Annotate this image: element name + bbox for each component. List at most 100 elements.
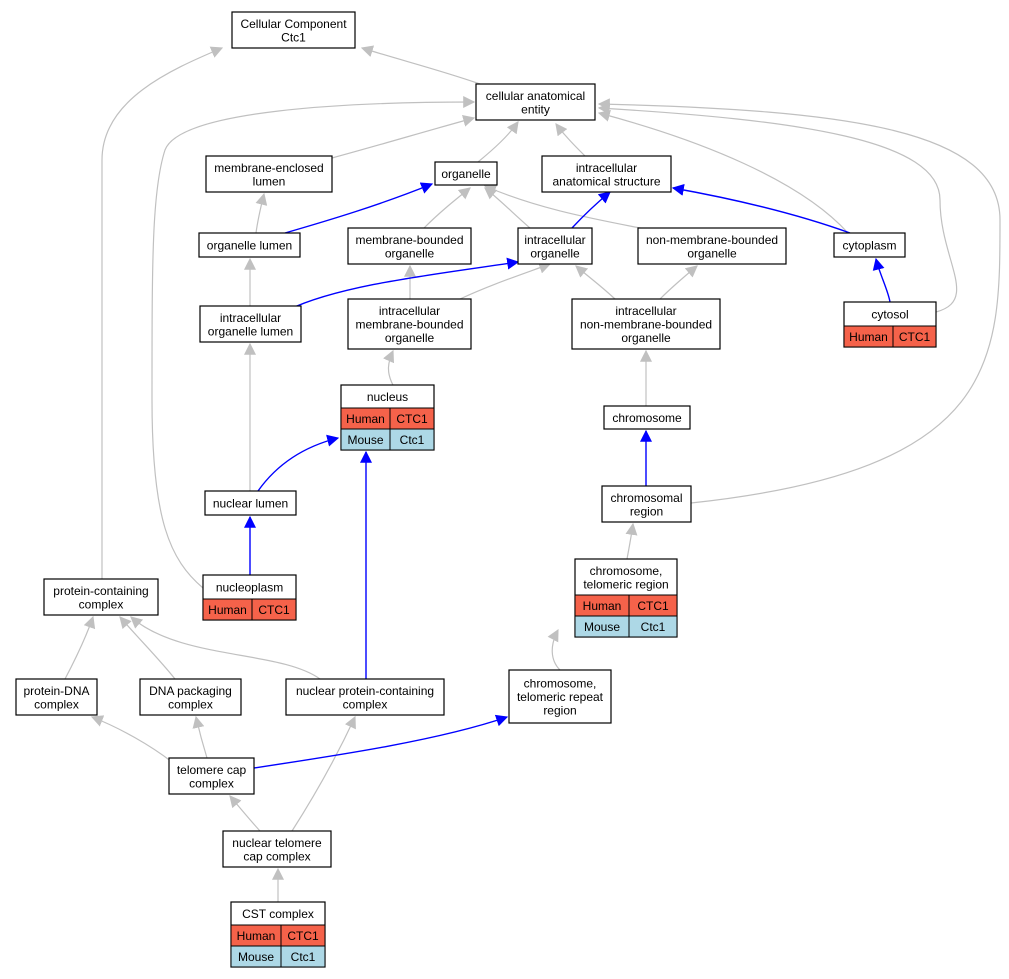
gene-cell	[389, 428, 435, 451]
node-label: nuclear protein-containing	[296, 684, 434, 698]
node-label: protein-DNA	[23, 684, 89, 698]
node-box	[571, 298, 721, 350]
node-box	[517, 227, 593, 265]
gene-cell	[892, 325, 937, 348]
edge-nuclear-lumen-part-of-nucleus	[257, 434, 340, 492]
edge-npcc-to-protein-complex	[130, 616, 321, 680]
node-box	[139, 678, 242, 716]
node-box	[285, 678, 445, 716]
node-label: organelle lumen	[207, 239, 292, 253]
node-label: chromosome	[612, 411, 682, 425]
node-cytoplasm[interactable]: cytoplasm	[833, 232, 906, 258]
species-label: Mouse	[347, 433, 383, 447]
node-chromosome[interactable]: chromosome	[603, 405, 691, 430]
node-label: entity	[521, 102, 550, 116]
edge-cytosol-to-entity	[597, 102, 958, 313]
node-label: organelle	[441, 167, 491, 181]
node-label: intracellular	[576, 161, 637, 175]
edge-entity-to-cellular-component	[360, 45, 481, 85]
node-label: CST complex	[242, 907, 314, 921]
node-label: cytosol	[871, 308, 908, 322]
node-label: nuclear telomere	[232, 836, 322, 850]
edge-ntcc-to-npcc	[291, 715, 356, 832]
edge-nucleus-to-imbo	[383, 349, 394, 386]
node-label: telomeric repeat	[517, 690, 604, 704]
gene-label: CTC1	[899, 330, 931, 344]
edge-membrane-lumen-to-entity	[331, 115, 476, 159]
gene-label: CTC1	[287, 929, 319, 943]
node-label: complex	[34, 697, 79, 711]
node-label: nucleus	[367, 390, 408, 404]
species-label: Human	[346, 412, 385, 426]
node-box	[43, 578, 159, 616]
node-box	[347, 227, 472, 265]
node-organelle[interactable]: organelle	[434, 161, 498, 186]
node-organelle-lumen[interactable]: organelle lumen	[198, 232, 301, 258]
node-label: protein-containing	[53, 584, 148, 598]
edge-protein-dna-to-protein-complex	[64, 615, 96, 680]
node-label: complex	[168, 697, 213, 711]
edge-io-to-organelle	[484, 187, 531, 229]
gene-label: Ctc1	[291, 950, 316, 964]
node-label: cytoplasm	[842, 239, 896, 253]
node-box	[475, 83, 596, 121]
edge-nmbo-to-organelle	[483, 184, 651, 231]
node-label: Cellular Component	[240, 17, 347, 31]
node-label: complex	[79, 597, 124, 611]
node-label: organelle	[385, 331, 435, 345]
node-nuclear-lumen[interactable]: nuclear lumen	[204, 490, 297, 516]
node-intracellular-non-membrane-bounded-organelle[interactable]: intracellularnon-membrane-boundedorganel…	[571, 298, 721, 350]
edge-cytoplasm-to-entity	[597, 109, 849, 234]
node-label: cellular anatomical	[486, 89, 585, 103]
node-label: non-membrane-bounded	[646, 233, 778, 247]
node-box	[347, 298, 472, 350]
gene-cell	[628, 615, 678, 638]
gene-label: Ctc1	[400, 433, 425, 447]
node-box	[541, 155, 672, 193]
node-label: organelle	[621, 331, 671, 345]
node-label: intracellular	[220, 311, 281, 325]
edge-ctrr-to-ctr	[547, 628, 561, 671]
node-label: organelle	[530, 246, 580, 260]
node-label: chromosome,	[590, 564, 663, 578]
node-label: membrane-bounded	[355, 233, 463, 247]
edge-inmbo-to-io	[575, 265, 616, 300]
gene-label: CTC1	[258, 603, 290, 617]
node-label: intracellular	[379, 304, 440, 318]
annotation-row-mouse: Mouse Ctc1	[340, 428, 435, 451]
gene-cell	[251, 598, 297, 621]
node-label: nuclear lumen	[213, 497, 288, 511]
node-box	[204, 490, 297, 516]
species-label: Human	[208, 603, 247, 617]
node-box	[508, 669, 612, 724]
species-label: Mouse	[238, 950, 274, 964]
